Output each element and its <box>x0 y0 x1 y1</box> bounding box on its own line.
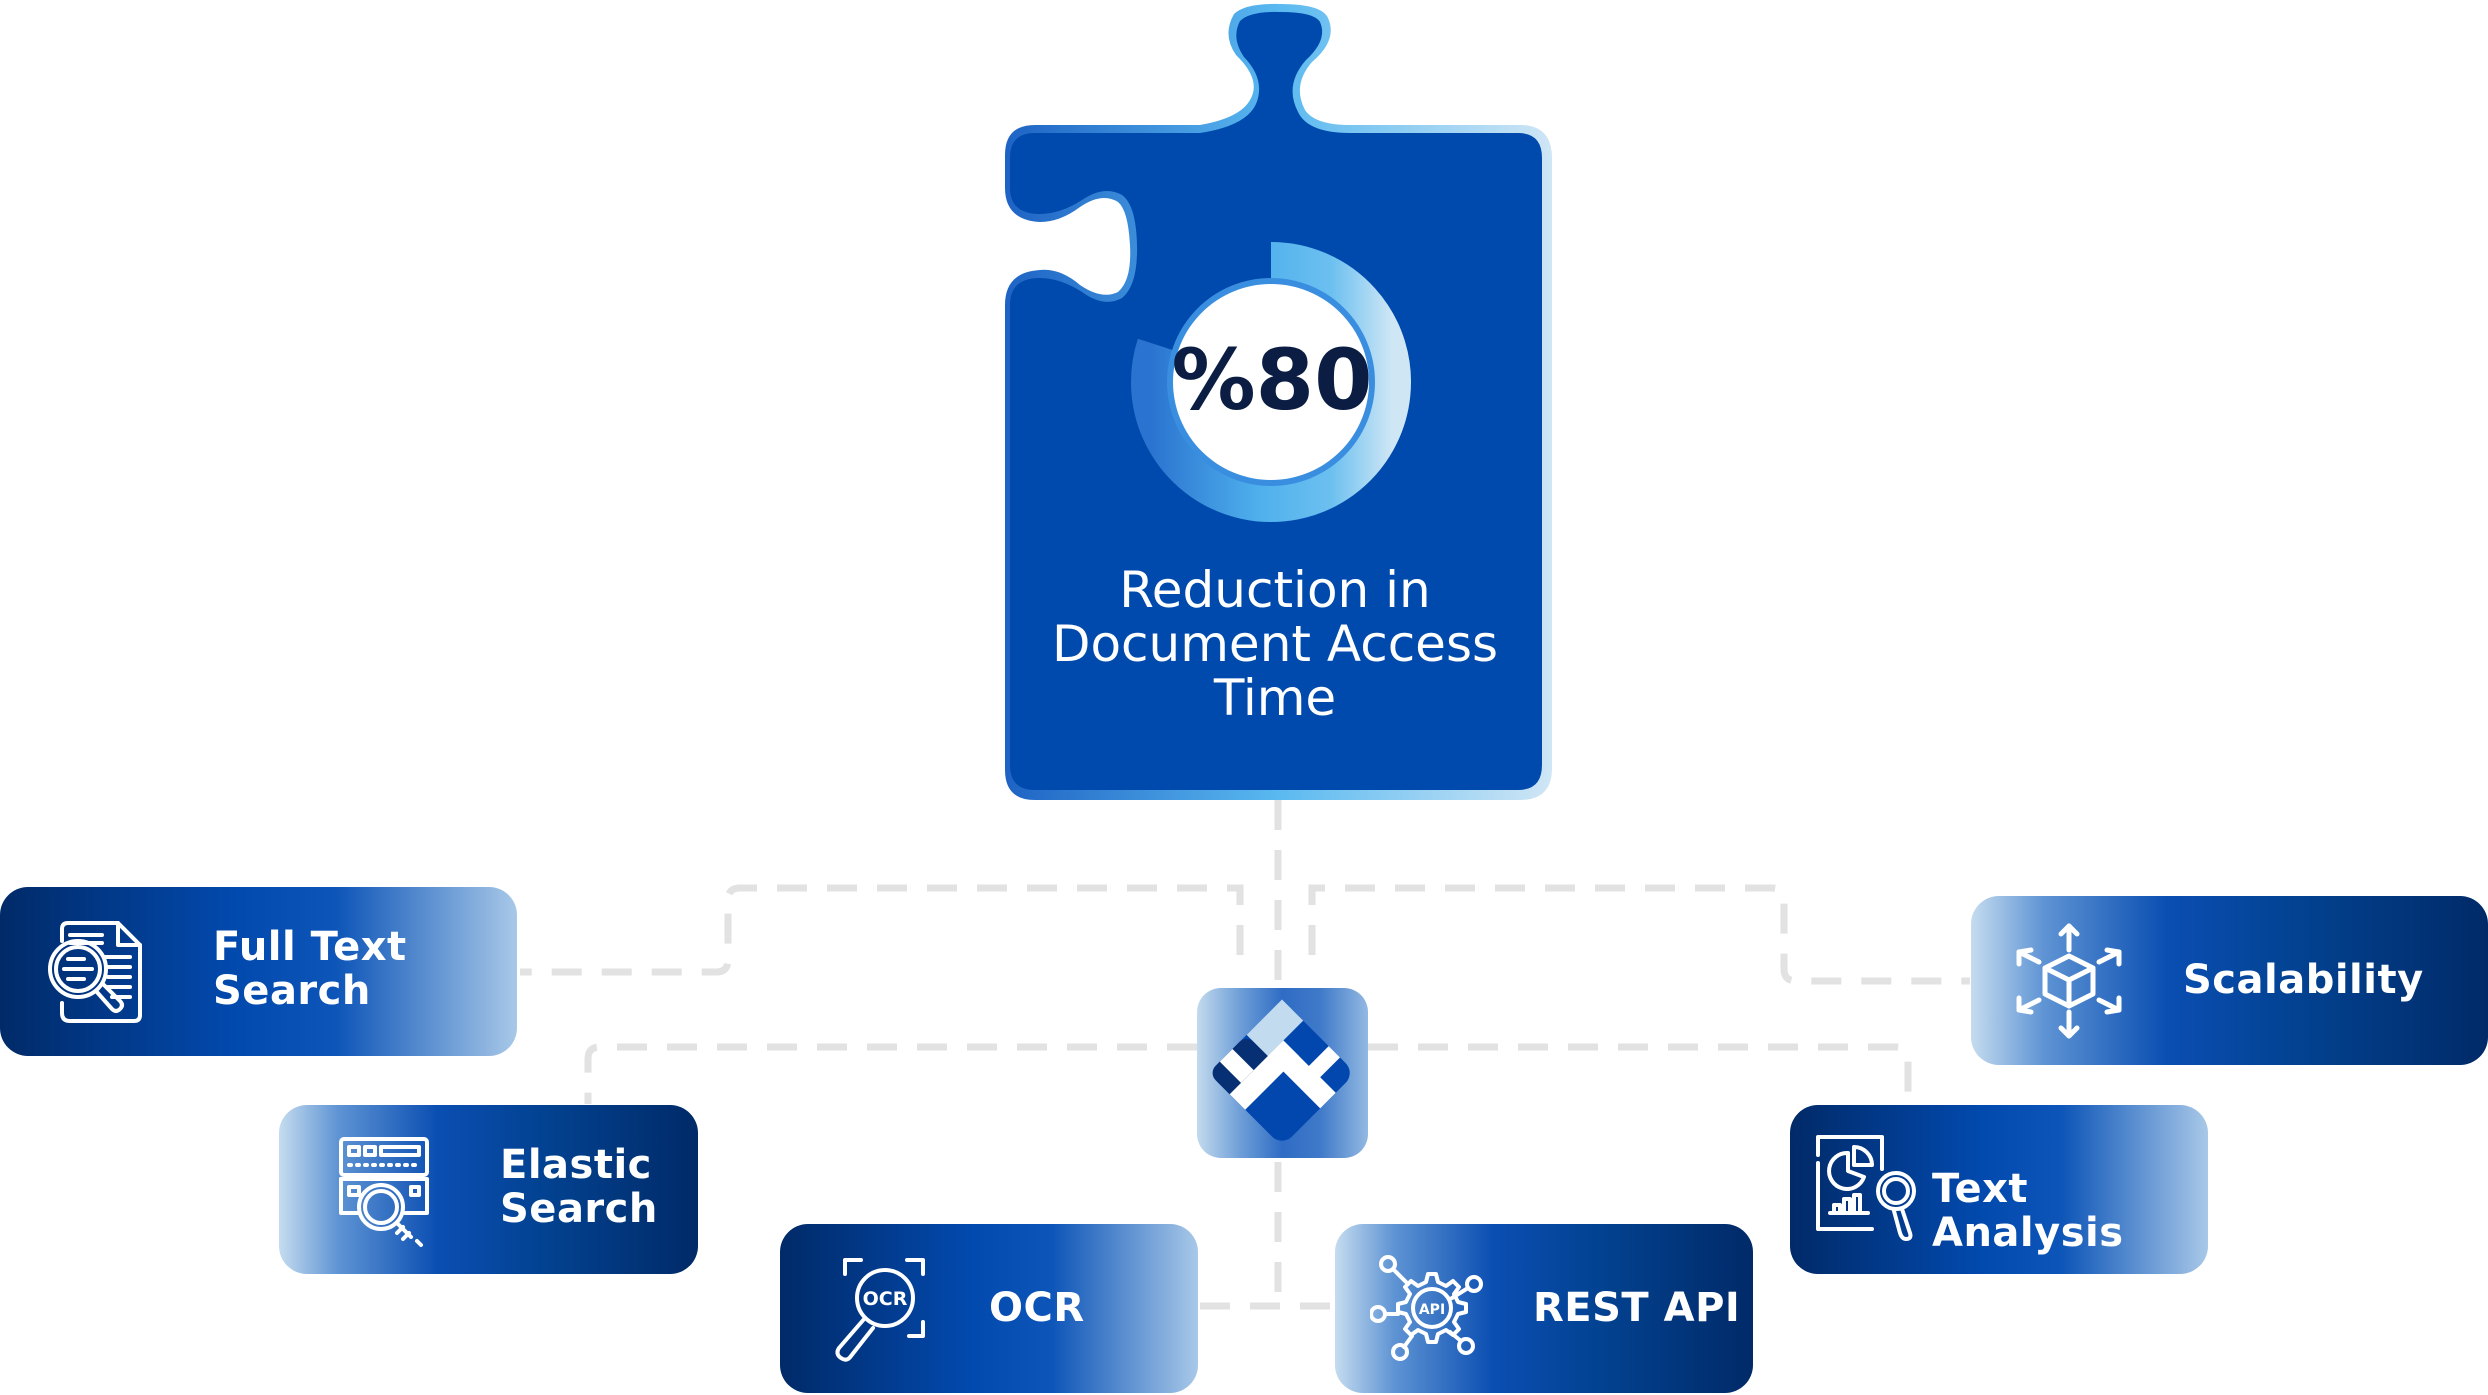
cube-expand-icon <box>2016 923 2122 1039</box>
svg-text:OCR: OCR <box>863 1288 908 1310</box>
feature-label: REST API <box>1533 1285 1741 1331</box>
stat-headline: Reduction in Document Access Time <box>1051 561 1499 727</box>
feature-card-elastic-search[interactable]: Elastic Search <box>279 1105 698 1274</box>
feature-label: OCR <box>989 1285 1085 1331</box>
feature-card-ocr[interactable]: OCR OCR <box>780 1224 1198 1393</box>
connector-full-text-search <box>520 884 1244 976</box>
document-search-icon <box>48 921 142 1023</box>
feature-label: Text Analysis <box>1932 1166 2124 1256</box>
feature-label: Elastic Search <box>500 1142 658 1232</box>
ocr-magnifier-icon: OCR <box>835 1258 925 1362</box>
connector-elastic-search <box>584 1043 1197 1104</box>
feature-card-full-text-search[interactable]: Full Text Search <box>0 887 517 1056</box>
feature-label: Scalability <box>2183 957 2424 1003</box>
connector-text-analysis <box>1368 1043 1912 1104</box>
connector-scalability <box>1308 884 1970 985</box>
feature-card-rest-api[interactable]: API REST API <box>1335 1224 1753 1393</box>
progress-ring <box>1131 242 1411 522</box>
stat-value: %80 <box>1171 331 1373 429</box>
server-search-icon <box>339 1137 429 1247</box>
svg-text:API: API <box>1419 1302 1445 1318</box>
company-logo-icon <box>1212 999 1350 1141</box>
progress-ring-center <box>1173 284 1369 480</box>
feature-card-scalability[interactable]: Scalability <box>1971 896 2488 1065</box>
progress-ring-arc <box>1131 242 1411 522</box>
feature-label: Full Text Search <box>213 924 407 1014</box>
report-analysis-icon <box>1816 1135 1916 1241</box>
api-gear-network-icon: API <box>1370 1255 1483 1361</box>
feature-card-text-analysis[interactable]: Text Analysis <box>1790 1105 2208 1274</box>
center-logo-tile[interactable] <box>1197 988 1368 1158</box>
